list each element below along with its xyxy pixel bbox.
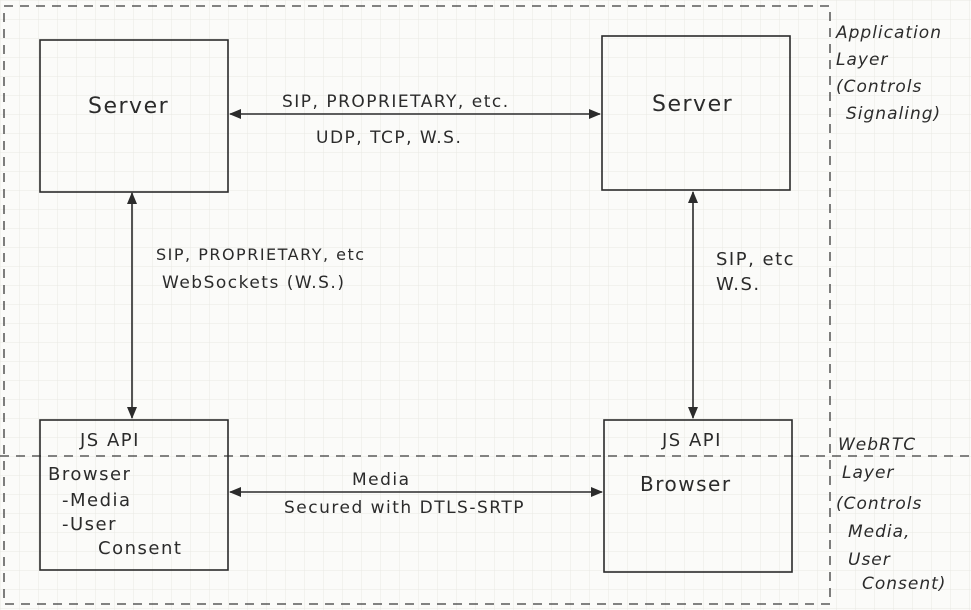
- server-right-box: [601, 35, 791, 191]
- application-layer-boundary: [3, 5, 831, 605]
- browser-right-label: Browser: [640, 472, 732, 496]
- right-vertical-label-1: SIP, etc: [716, 249, 796, 270]
- browser-left-consent: Consent: [98, 538, 183, 559]
- webrtc-layer-label-2: Layer: [842, 463, 895, 483]
- browser-right-box: [603, 419, 793, 573]
- server-right-label: Server: [652, 92, 734, 117]
- browser-left-api-label: JS API: [80, 430, 140, 451]
- webrtc-layer-label-6: Consent): [862, 574, 947, 594]
- right-vertical-label-2: W.S.: [716, 274, 761, 295]
- browser-left-box: [39, 419, 229, 571]
- left-vertical-label-2: WebSockets (W.S.): [162, 273, 346, 293]
- application-layer-label-4: Signaling): [846, 104, 942, 124]
- webrtc-layer-label-5: User: [848, 550, 891, 570]
- browser-left-user: -User: [62, 514, 118, 535]
- webrtc-layer-label-4: Media,: [848, 522, 911, 542]
- browser-to-browser-label-1: Media: [352, 470, 411, 490]
- server-left-label: Server: [88, 94, 170, 119]
- server-to-server-label-2: UDP, TCP, W.S.: [316, 128, 463, 148]
- browser-left-media: -Media: [62, 490, 132, 511]
- server-to-server-label-1: SIP, PROPRIETARY, etc.: [282, 92, 510, 112]
- browser-left-title: Browser: [48, 464, 132, 485]
- application-layer-label-1: Application: [836, 23, 942, 43]
- application-layer-label-2: Layer: [836, 50, 889, 70]
- application-layer-label-3: (Controls: [836, 77, 923, 97]
- webrtc-layer-label-1: WebRTC: [838, 435, 917, 455]
- browser-to-browser-label-2: Secured with DTLS-SRTP: [284, 498, 525, 518]
- webrtc-layer-label-3: (Controls: [836, 494, 923, 514]
- browser-right-api-label: JS API: [662, 430, 722, 451]
- left-vertical-label-1: SIP, PROPRIETARY, etc: [156, 245, 366, 264]
